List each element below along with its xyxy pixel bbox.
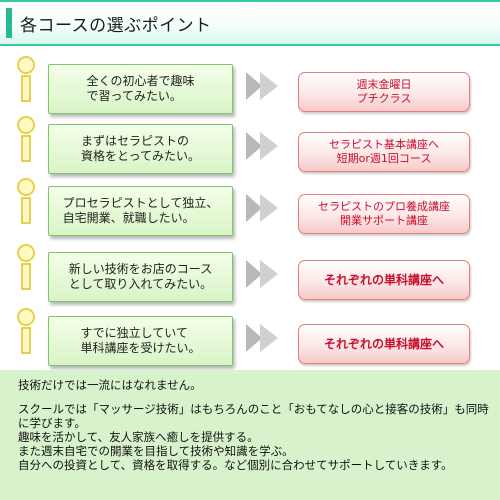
double-arrow-icon	[246, 132, 282, 162]
person-icon	[16, 56, 36, 102]
course-guide: 全くの初心者で趣味 で習ってみたい。 週末金曜日 プチクラス まずはセラピストの…	[0, 46, 500, 368]
course-label: それぞれの単科講座へ	[323, 273, 444, 287]
course-button[interactable]: それぞれの単科講座へ	[298, 324, 470, 364]
course-row: 全くの初心者で趣味 で習ってみたい。 週末金曜日 プチクラス	[0, 56, 500, 114]
course-button[interactable]: セラピスト基本講座へ 短期or週1回コース	[298, 132, 470, 172]
section-header: 各コースの選ぶポイント	[0, 0, 500, 46]
person-icon	[16, 178, 36, 224]
course-row: プロセラピストとして独立、 自宅開業、就職したい。 セラピストのプロ養成講座 開…	[0, 178, 500, 236]
goal-box: まずはセラピストの 資格をとってみたい。	[48, 124, 233, 174]
double-arrow-icon	[246, 260, 282, 290]
goal-text: 新しい技術をお店のコース として取り入れてみたい。	[68, 262, 213, 291]
info-heading: 技術だけでは一流にはなれません。	[18, 378, 202, 392]
person-icon	[16, 244, 36, 290]
goal-box: すでに独立していて 単科講座を受けたい。	[48, 316, 233, 366]
person-icon	[16, 116, 36, 162]
course-row: まずはセラピストの 資格をとってみたい。 セラピスト基本講座へ 短期or週1回コ…	[0, 116, 500, 174]
course-label: 週末金曜日 プチクラス	[356, 78, 412, 105]
person-icon	[16, 308, 36, 354]
course-row: 新しい技術をお店のコース として取り入れてみたい。 それぞれの単科講座へ	[0, 244, 500, 302]
header-accent-bar	[6, 8, 12, 38]
goal-box: 新しい技術をお店のコース として取り入れてみたい。	[48, 252, 233, 302]
goal-text: プロセラピストとして独立、 自宅開業、就職したい。	[62, 196, 219, 225]
goal-text: まずはセラピストの 資格をとってみたい。	[80, 134, 201, 163]
double-arrow-icon	[246, 72, 282, 102]
goal-box: プロセラピストとして独立、 自宅開業、就職したい。	[48, 186, 233, 236]
goal-box: 全くの初心者で趣味 で習ってみたい。	[48, 64, 233, 114]
info-body: スクールでは「マッサージ技術」はもちろんのこと「おもてなしの心と接客の技術」も同…	[18, 402, 489, 472]
course-button[interactable]: それぞれの単科講座へ	[298, 260, 470, 300]
course-label: セラピストのプロ養成講座 開業サポート講座	[318, 200, 450, 227]
course-row: すでに独立していて 単科講座を受けたい。 それぞれの単科講座へ	[0, 308, 500, 366]
double-arrow-icon	[246, 194, 282, 224]
course-button[interactable]: 週末金曜日 プチクラス	[298, 72, 470, 112]
goal-text: 全くの初心者で趣味 で習ってみたい。	[86, 74, 195, 103]
double-arrow-icon	[246, 324, 282, 354]
info-panel: 技術だけでは一流にはなれません。 スクールでは「マッサージ技術」はもちろんのこと…	[0, 370, 500, 500]
goal-text: すでに独立していて 単科講座を受けたい。	[80, 326, 201, 355]
page-title: 各コースの選ぶポイント	[20, 16, 212, 36]
course-label: セラピスト基本講座へ 短期or週1回コース	[329, 138, 439, 165]
course-label: それぞれの単科講座へ	[323, 337, 444, 351]
course-button[interactable]: セラピストのプロ養成講座 開業サポート講座	[298, 194, 470, 234]
